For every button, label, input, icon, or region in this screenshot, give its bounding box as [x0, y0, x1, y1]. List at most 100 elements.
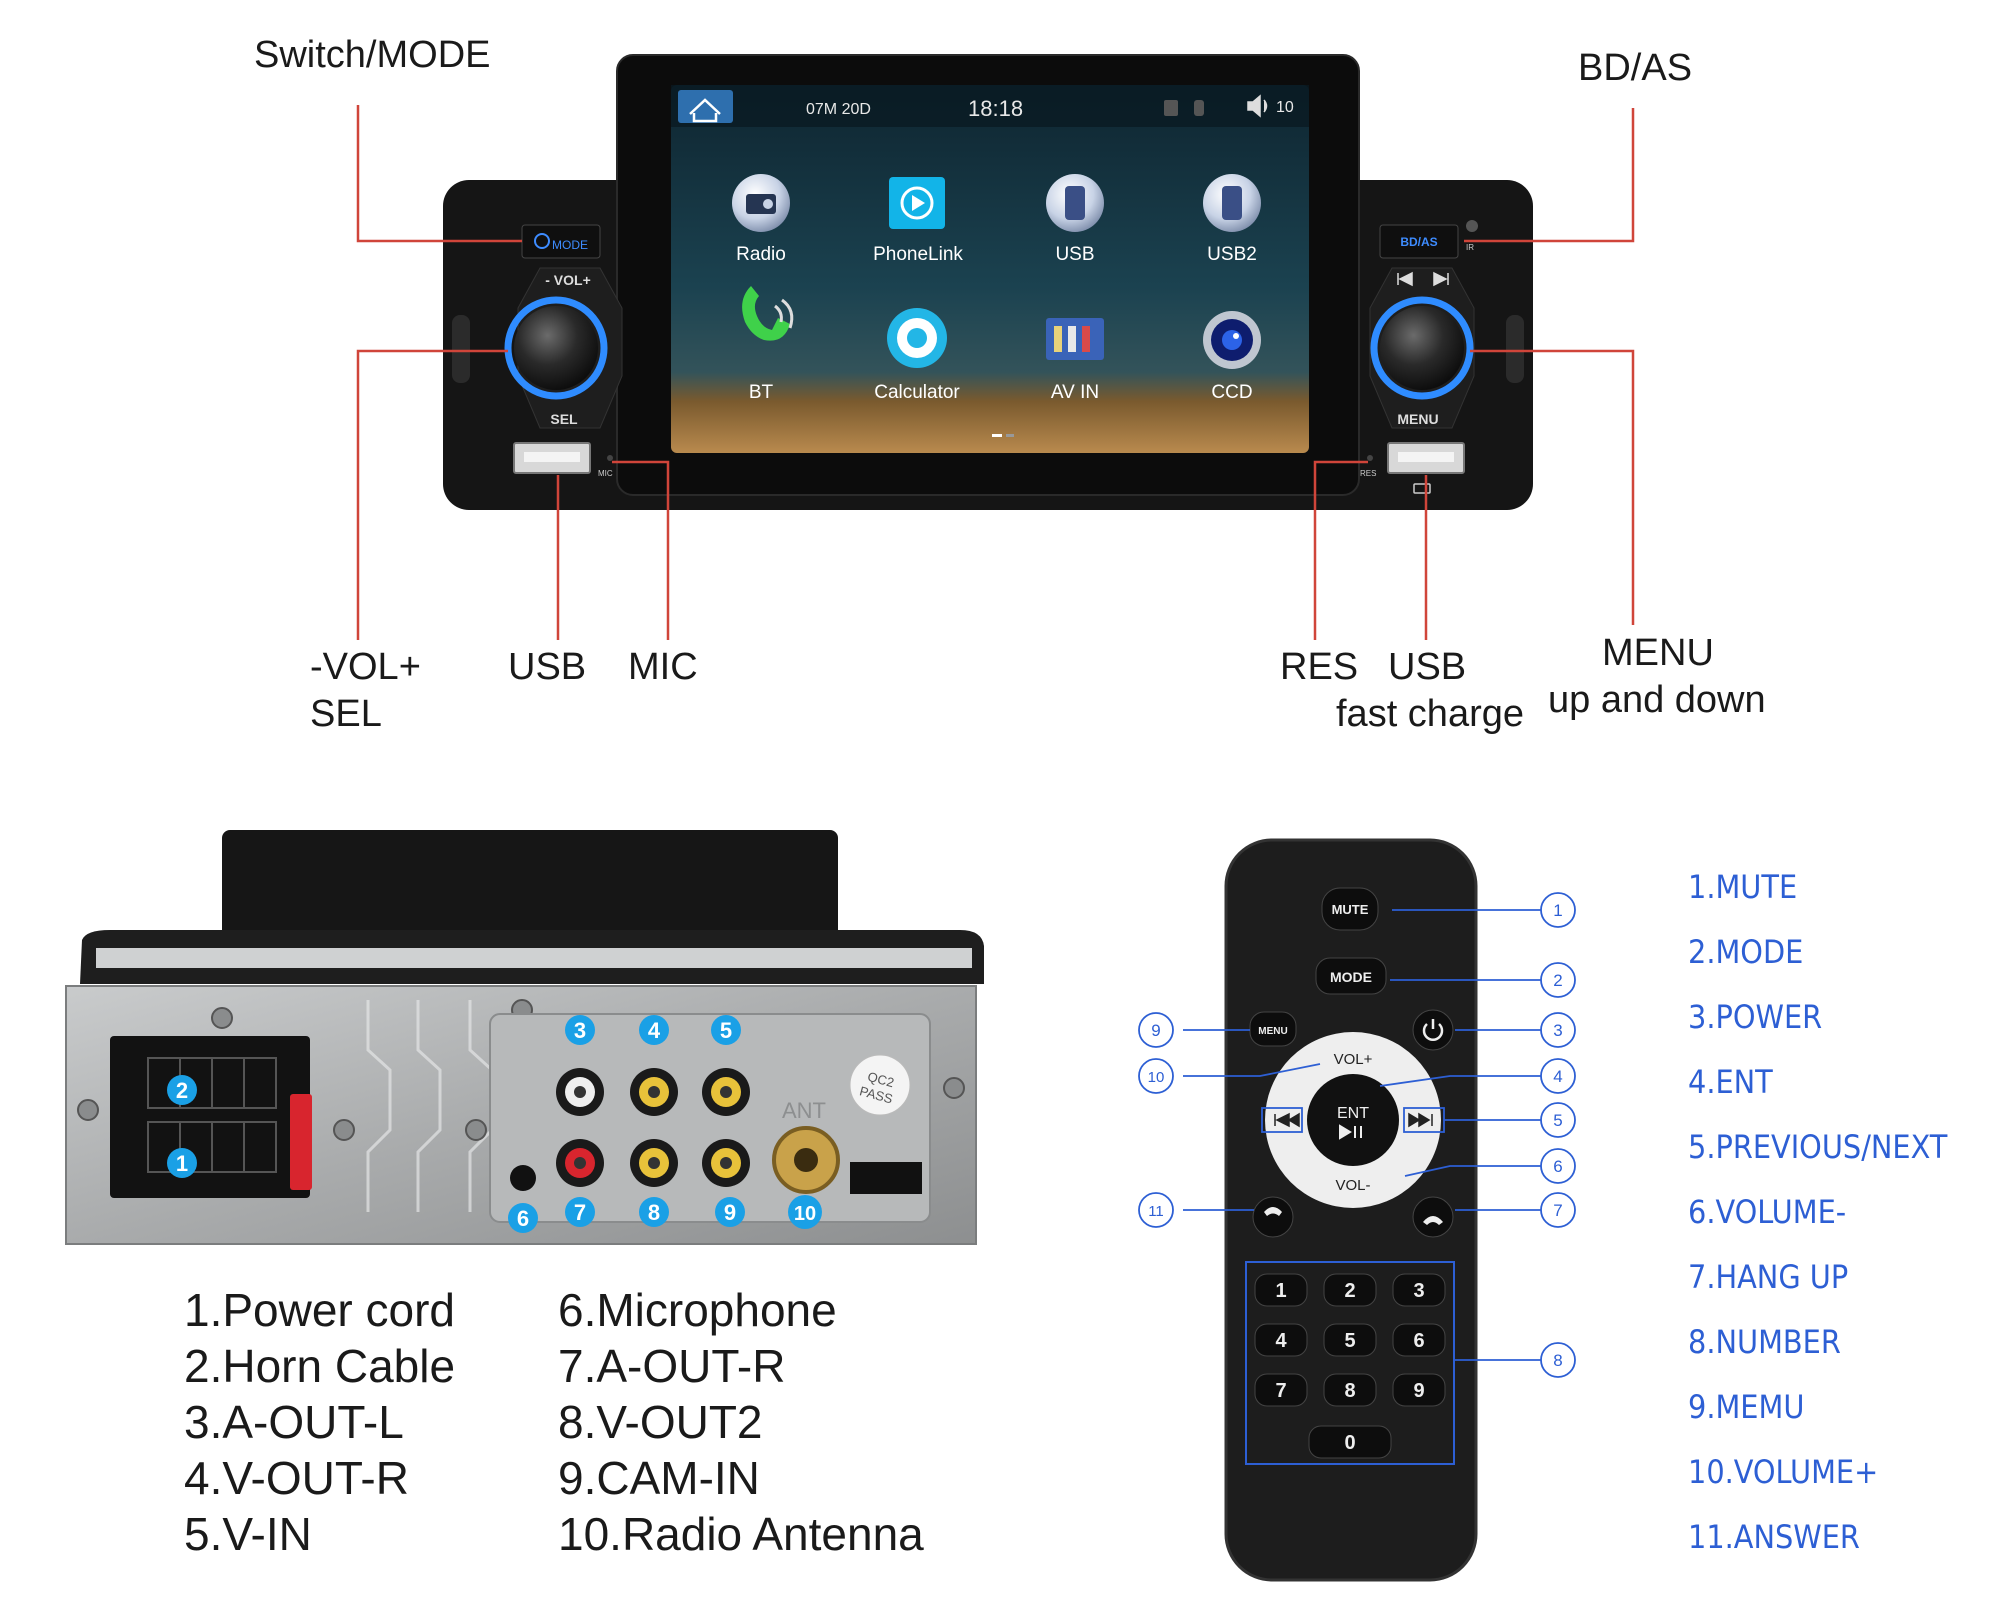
svg-text:1: 1 [176, 1151, 188, 1176]
play-pause-icon [1339, 1124, 1362, 1140]
rca-jacks[interactable] [556, 1068, 750, 1187]
legend-item: 5.V-IN [184, 1508, 312, 1560]
key-5[interactable] [1323, 1323, 1377, 1357]
speaker-icon [1247, 94, 1268, 118]
svg-text:5: 5 [1553, 1111, 1562, 1130]
ir-sensor [1466, 220, 1478, 232]
svg-text:8: 8 [648, 1200, 660, 1225]
key-1[interactable] [1254, 1273, 1308, 1307]
ant-mark: ANT [782, 1098, 826, 1123]
remote-callouts [1183, 909, 1541, 1361]
mode-button-remote[interactable] [1315, 957, 1387, 995]
side-slot-left [452, 315, 470, 383]
bdas-button-label: BD/AS [1400, 235, 1437, 249]
iso-connector[interactable] [110, 1036, 310, 1198]
svg-text:5: 5 [720, 1018, 732, 1043]
page-indicator [1006, 434, 1014, 437]
svg-text:9: 9 [1413, 1380, 1424, 1402]
legend-item: 2.Horn Cable [184, 1340, 456, 1392]
app-phonelink[interactable]: PhoneLink [873, 177, 963, 265]
remote-legend-item: 6.VOLUME- [1688, 1193, 1847, 1231]
qc2-sticker [849, 1054, 911, 1116]
label-bd-as: BD/AS [1578, 47, 1693, 89]
svg-text:8: 8 [1553, 1351, 1562, 1370]
key-4[interactable] [1254, 1323, 1308, 1357]
app-calculator[interactable]: Calculator [874, 308, 960, 403]
qc2-mark: QC2 [866, 1069, 896, 1090]
svg-text:7: 7 [1553, 1201, 1562, 1220]
label-res: RES [1280, 646, 1359, 688]
app-radio[interactable]: Radio [732, 174, 790, 265]
key-6[interactable] [1392, 1323, 1446, 1357]
status-time: 18:18 [968, 96, 1023, 121]
legend-item: 1.Power cord [184, 1284, 456, 1336]
menu-knob-ring [1370, 296, 1474, 400]
key-0[interactable] [1308, 1425, 1392, 1459]
mic-jack[interactable] [510, 1165, 536, 1191]
prev-button-remote[interactable] [1274, 1112, 1300, 1128]
rear-top-ridge [96, 948, 972, 968]
remote-legend-item: 9.MEMU [1688, 1388, 1805, 1426]
svg-text:MODE: MODE [1330, 969, 1372, 985]
svg-text:2: 2 [1553, 971, 1562, 990]
key-2[interactable] [1323, 1273, 1377, 1307]
legend-item: 9.CAM-IN [558, 1452, 760, 1504]
app-usb[interactable]: USB [1046, 174, 1104, 265]
menu-knob[interactable] [1380, 306, 1464, 390]
volume-knob[interactable] [514, 306, 598, 390]
usb-status-icon [1194, 100, 1204, 116]
remote-callout-numbers: 1 2 3 4 5 6 7 8 9 10 11 [1138, 892, 1576, 1378]
next-icon [1433, 271, 1449, 287]
mode-button-label: MODE [552, 238, 588, 252]
remote-legend-item: 5.PREVIOUS/NEXT [1688, 1128, 1948, 1166]
ent-button[interactable] [1307, 1074, 1399, 1166]
key-7[interactable] [1254, 1373, 1308, 1407]
menu-label: MENU [1397, 411, 1438, 427]
menu-button-remote[interactable] [1249, 1011, 1297, 1047]
app-label: Calculator [874, 382, 960, 403]
svg-text:VOL-[interactable]: VOL- [1335, 1177, 1370, 1194]
app-label: AV IN [1051, 382, 1099, 403]
svg-text:10: 10 [1148, 1069, 1165, 1086]
reset-hole [1367, 455, 1373, 461]
svg-text:4: 4 [1275, 1330, 1287, 1352]
label-usb-right: USB [1388, 646, 1467, 688]
svg-text:VOL+[interactable]: VOL+ [1334, 1051, 1373, 1068]
svg-text:6: 6 [517, 1206, 529, 1231]
sel-label: SEL [550, 411, 578, 427]
key-9[interactable] [1392, 1373, 1446, 1407]
rear-legend-left: 1.Power cord 2.Horn Cable 3.A-OUT-L 4.V-… [184, 1282, 455, 1562]
svg-text:3: 3 [574, 1018, 586, 1043]
page-indicator [992, 434, 1002, 437]
remote-legend-item: 3.POWER [1688, 998, 1823, 1036]
svg-text:9: 9 [724, 1200, 736, 1225]
power-button-remote[interactable] [1412, 1009, 1454, 1051]
svg-text:2: 2 [1344, 1280, 1355, 1302]
bdas-button[interactable] [1379, 224, 1459, 259]
key-8[interactable] [1323, 1373, 1377, 1407]
number-pad: 1 2 3 4 5 6 7 8 9 0 [1245, 1261, 1455, 1465]
answer-button[interactable] [1252, 1196, 1294, 1238]
mute-button[interactable] [1321, 887, 1379, 931]
app-label: PhoneLink [873, 244, 963, 265]
app-ccd[interactable]: CCD [1203, 311, 1261, 403]
app-label: USB [1055, 244, 1094, 265]
app-usb2[interactable]: USB2 [1203, 174, 1261, 265]
svg-text:5: 5 [1344, 1330, 1355, 1352]
ir-mark: IR [1466, 243, 1474, 252]
svg-text:3: 3 [1553, 1021, 1562, 1040]
svg-text:2: 2 [176, 1078, 188, 1103]
next-button-remote[interactable] [1408, 1112, 1433, 1128]
home-button[interactable] [678, 90, 733, 123]
app-label: BT [749, 382, 774, 403]
key-3[interactable] [1392, 1273, 1446, 1307]
app-av-in[interactable]: AV IN [1046, 318, 1104, 403]
remote-legend-item: 11.ANSWER [1688, 1518, 1860, 1556]
legend-item: 3.A-OUT-L [184, 1396, 404, 1448]
app-bt[interactable]: BT [742, 286, 794, 403]
label-up-down: up and down [1548, 679, 1766, 721]
label-switch-mode: Switch/MODE [254, 34, 491, 76]
svg-text:4: 4 [1553, 1067, 1562, 1086]
